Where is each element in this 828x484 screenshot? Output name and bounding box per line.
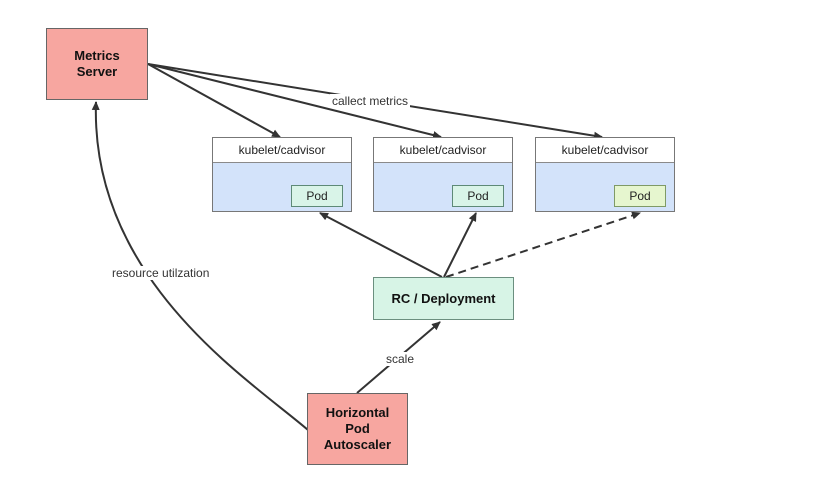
pod-1: Pod xyxy=(291,185,343,207)
pod-2: Pod xyxy=(452,185,504,207)
hpa-label-line3: Autoscaler xyxy=(323,437,392,452)
edge-label-resource-utilization: resource utilzation xyxy=(110,266,212,280)
kubelet-node-1-header: kubelet/cadvisor xyxy=(213,138,351,163)
kubelet-node-3-body: Pod xyxy=(536,163,674,211)
kubelet-node-1-body: Pod xyxy=(213,163,351,211)
hpa-label-line2: Pod xyxy=(345,421,370,436)
edge-metrics-to-node1 xyxy=(147,63,281,138)
kubelet-node-2-body: Pod xyxy=(374,163,512,211)
rc-deployment-label: RC / Deployment xyxy=(391,290,496,306)
edge-hpa-to-metrics xyxy=(91,101,309,431)
metrics-server-label-line1: Metrics xyxy=(74,48,120,63)
edge-rc-to-pod1 xyxy=(319,212,443,278)
kubelet-node-1: kubelet/cadvisor Pod xyxy=(212,137,352,212)
edge-rc-to-pod2 xyxy=(443,212,477,278)
edge-label-scale: scale xyxy=(384,352,417,366)
metrics-server-label-line2: Server xyxy=(76,64,118,79)
hpa-label-line1: Horizontal xyxy=(325,405,390,420)
kubelet-node-3: kubelet/cadvisor Pod xyxy=(535,137,675,212)
kubelet-node-2-header: kubelet/cadvisor xyxy=(374,138,512,163)
pod-3: Pod xyxy=(614,185,666,207)
edge-metrics-to-node2 xyxy=(147,63,442,139)
kubelet-node-3-header: kubelet/cadvisor xyxy=(536,138,674,163)
edge-rc-to-pod3 xyxy=(445,211,641,278)
hpa-box: Horizontal Pod Autoscaler xyxy=(307,393,408,465)
kubelet-node-2: kubelet/cadvisor Pod xyxy=(373,137,513,212)
rc-deployment-box: RC / Deployment xyxy=(373,277,514,320)
edge-label-collect-metrics: callect metrics xyxy=(330,94,411,108)
metrics-server-box: Metrics Server xyxy=(46,28,148,100)
